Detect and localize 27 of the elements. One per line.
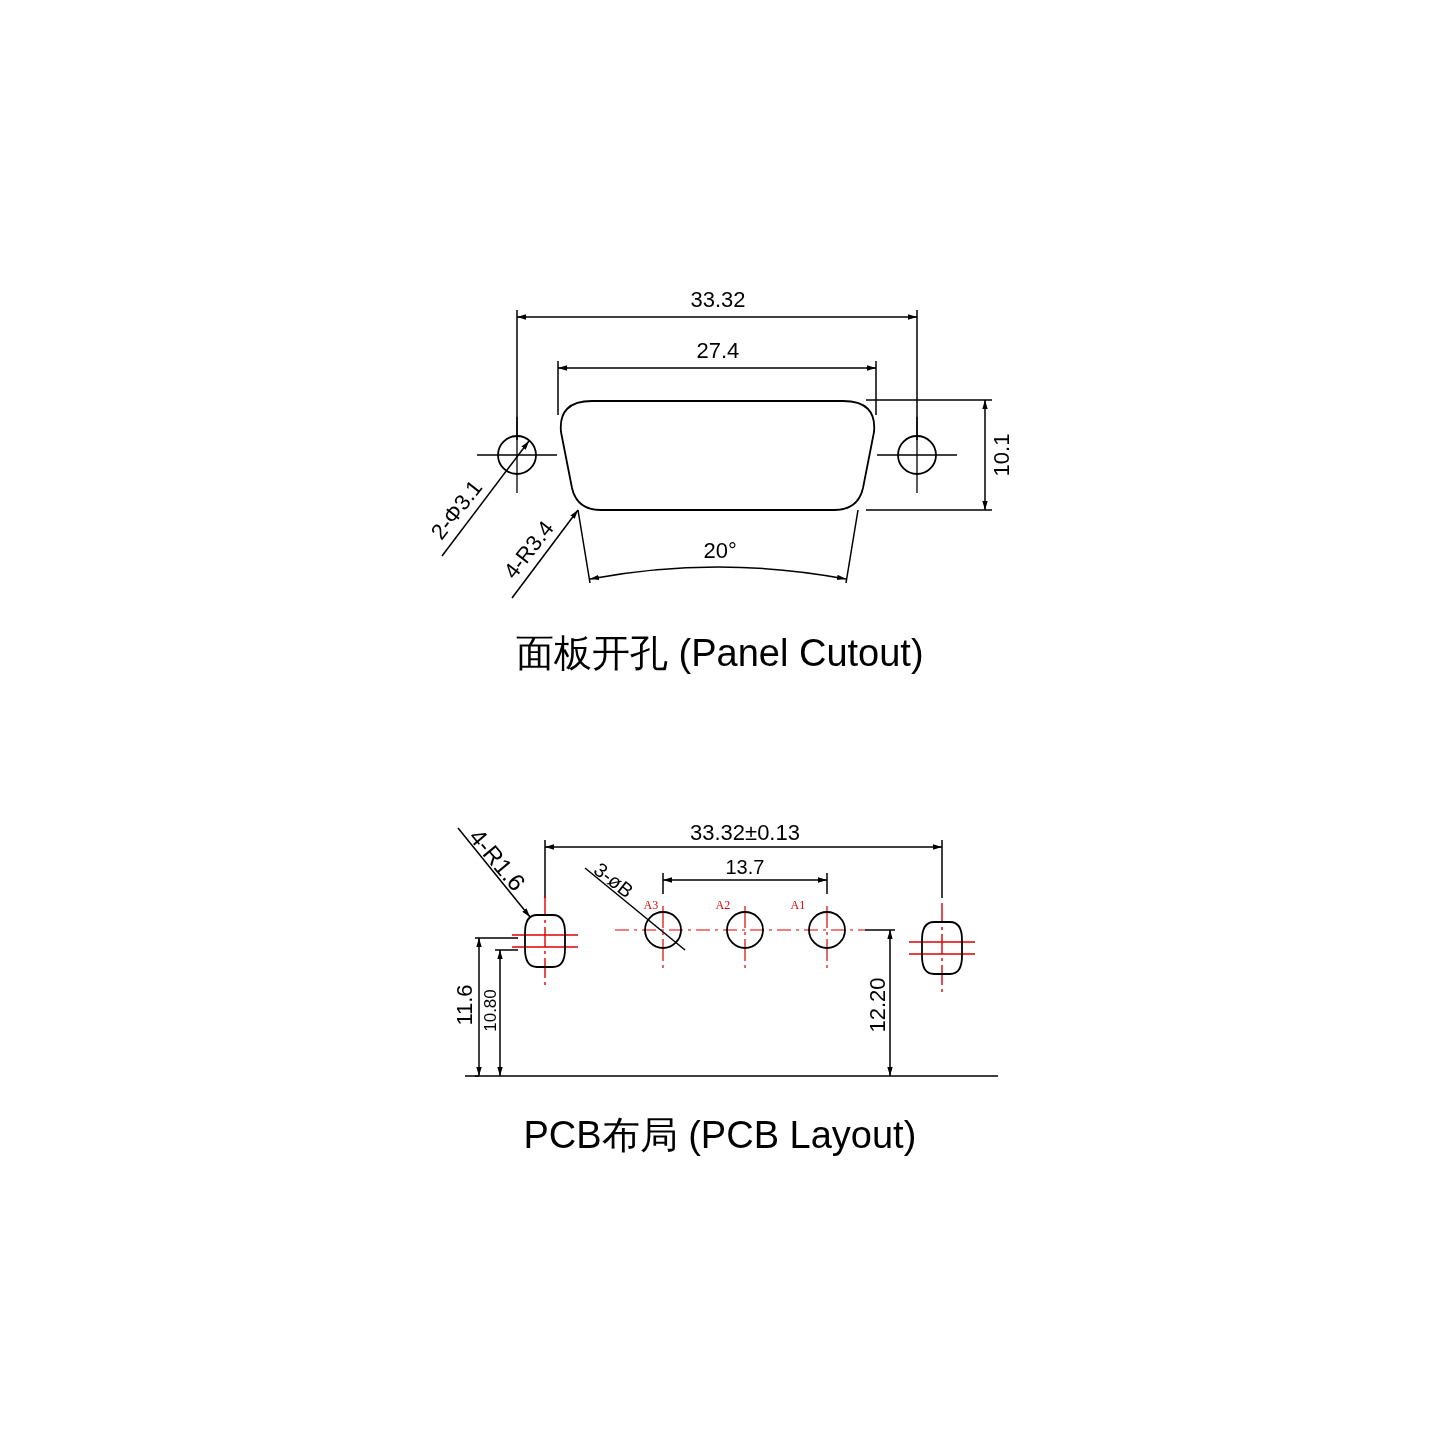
pin-label: A1 xyxy=(790,899,806,911)
dimension-label: 20° xyxy=(703,540,737,562)
dimension-label: 27.4 xyxy=(696,340,740,362)
mounting-hole xyxy=(897,435,937,475)
dimension-label: 33.32 xyxy=(690,289,746,311)
leader-line xyxy=(441,440,530,557)
dimension-label: 10.1 xyxy=(990,433,1013,477)
dimension-label: 13.7 xyxy=(725,857,765,877)
mounting-slot xyxy=(921,921,963,975)
dimension-label: 12.20 xyxy=(866,977,889,1033)
pin-label: A2 xyxy=(715,899,731,911)
dimension-label: 33.32±0.13 xyxy=(690,822,800,844)
dimension-label: 11.6 xyxy=(453,984,476,1026)
cutout-outline xyxy=(559,400,876,511)
mounting-slot xyxy=(524,914,566,968)
mounting-hole xyxy=(497,435,537,475)
leader-line xyxy=(584,867,686,951)
dimension-label: 10.80 xyxy=(481,988,499,1032)
pin-hole xyxy=(726,911,764,949)
pin-hole xyxy=(808,911,846,949)
view-title: PCB布局 (PCB Layout) xyxy=(523,1116,917,1154)
leader-line xyxy=(457,827,531,918)
leader-line xyxy=(511,509,579,599)
callout-text: 3-øB xyxy=(589,858,637,902)
view-title: 面板开孔 (Panel Cutout) xyxy=(516,634,924,672)
pin-label: A3 xyxy=(643,899,659,911)
pin-hole xyxy=(644,911,682,949)
